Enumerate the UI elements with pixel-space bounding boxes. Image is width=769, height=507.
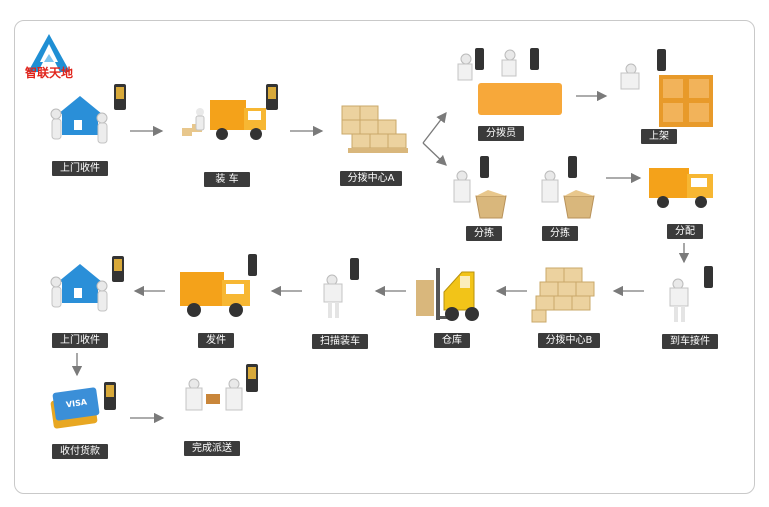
step-ship: 发件 [176, 250, 271, 354]
courier-with-scanner-icon [323, 258, 359, 318]
step-warehouse: 仓库 [410, 262, 495, 354]
diagram-frame [14, 20, 755, 494]
step-load-truck: 装 车 [178, 84, 288, 187]
label-sorter: 分拨员 [478, 126, 524, 141]
step-sorter: 分拨员 [450, 43, 575, 143]
truck-loading-icon [182, 84, 278, 140]
sorting-box-icon [453, 156, 507, 219]
forklift-icon [416, 268, 479, 321]
courier-with-scanner-icon [669, 266, 713, 322]
step-delivery-done: 完成派送 [180, 362, 270, 462]
step-sort-center-a: 分拨中心A [334, 96, 419, 191]
package-handover-icon [185, 364, 258, 411]
box-pallet-icon [531, 267, 595, 323]
delivery-truck-icon [180, 254, 257, 317]
label-ship: 发件 [198, 333, 234, 348]
label-arrival-handover: 到车接件 [662, 334, 718, 349]
step-sort-1: 分拣 [448, 152, 518, 247]
label-sort-center-b: 分拨中心B [538, 333, 600, 348]
sorters-at-table-icon [457, 48, 562, 115]
people-carrying-house-icon [50, 256, 124, 312]
step-pickup-2: 上门收件 [44, 252, 134, 352]
label-sort-center-a: 分拨中心A [340, 171, 402, 186]
step-shelve: 上架 [617, 45, 717, 145]
label-shelve: 上架 [641, 129, 677, 144]
step-scan-load: 扫描装车 [310, 250, 385, 354]
brand-logo-icon [28, 34, 70, 72]
step-sort-center-b: 分拨中心B [528, 262, 613, 354]
brand-name: 智联天地 [24, 66, 73, 80]
label-sort-2: 分拣 [542, 226, 578, 241]
svg-text:VISA: VISA [65, 397, 88, 409]
label-load-truck: 装 车 [204, 172, 250, 187]
shelving-icon [620, 49, 713, 127]
label-sort-1: 分拣 [466, 226, 502, 241]
label-dispatch: 分配 [667, 224, 703, 239]
people-carrying-house-icon [50, 84, 126, 144]
label-pickup-2: 上门收件 [52, 333, 108, 348]
step-arrival-handover: 到车接件 [660, 262, 722, 354]
label-pickup: 上门收件 [52, 161, 108, 176]
label-warehouse: 仓库 [434, 333, 470, 348]
label-delivery-done: 完成派送 [184, 441, 240, 456]
label-scan-load: 扫描装车 [312, 334, 368, 349]
step-collect-payment: VISA 收付货款 [48, 376, 128, 462]
label-collect-payment: 收付货款 [52, 444, 108, 459]
sorting-box-icon [541, 156, 595, 219]
step-dispatch: 分配 [645, 160, 725, 245]
credit-card-icon: VISA [50, 382, 116, 429]
step-sort-2: 分拣 [536, 152, 606, 247]
box-pallet-icon [341, 105, 408, 153]
delivery-truck-icon [649, 168, 713, 208]
step-pickup: 上门收件 [44, 84, 134, 179]
